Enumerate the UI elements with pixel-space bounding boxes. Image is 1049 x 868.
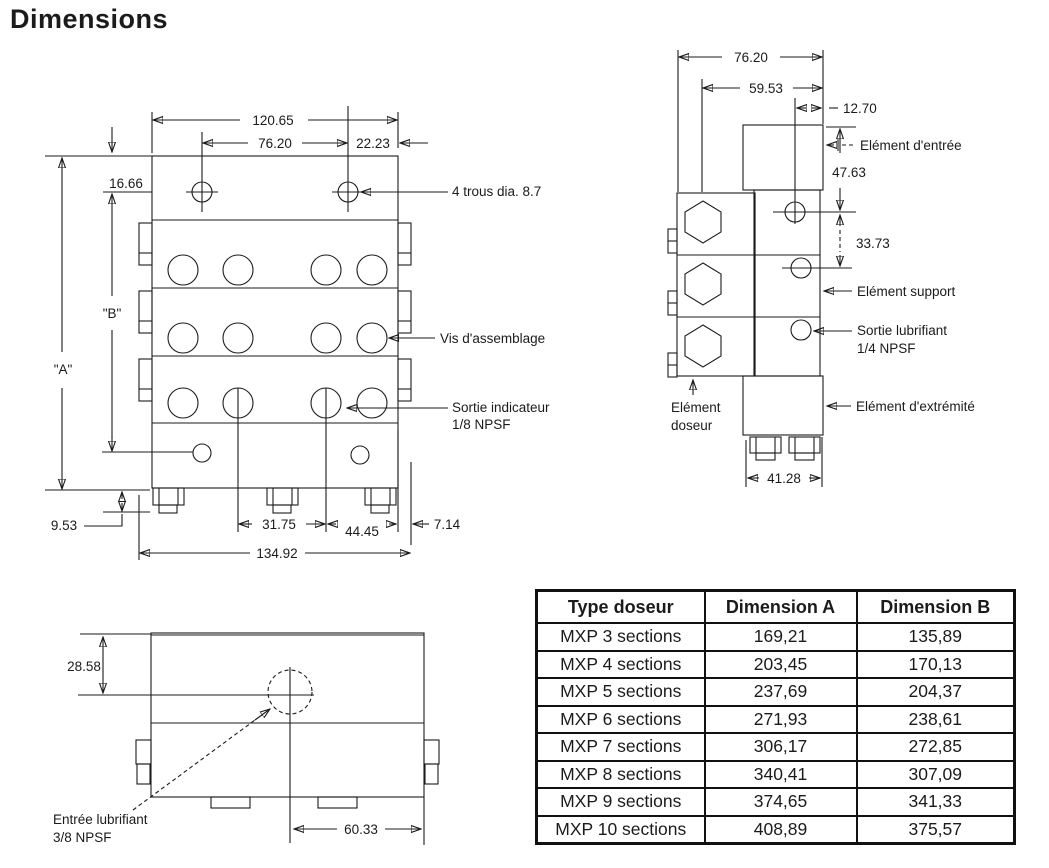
top-dimensions: 28.58 60.33 xyxy=(67,633,425,845)
table-row: MXP 3 sections 169,21 135,89 xyxy=(535,622,1016,652)
dim-s-47-63: 47.63 xyxy=(832,165,866,180)
dim-9-53: 9.53 xyxy=(51,518,77,533)
dim-31-75: 31.75 xyxy=(262,517,296,532)
page-title: Dimensions xyxy=(10,4,169,34)
front-view-drawing: 120.65 76.20 22.23 16.66 "B" "A" xyxy=(45,106,550,561)
label-sortie-indicateur-2: 1/8 NPSF xyxy=(452,417,511,432)
cell-dim-b: 341,33 xyxy=(855,787,1016,817)
dim-76-20: 76.20 xyxy=(258,136,292,151)
cell-dim-a: 306,17 xyxy=(703,732,858,762)
table-row: MXP 7 sections 306,17 272,85 xyxy=(535,732,1016,762)
cell-dim-b: 170,13 xyxy=(855,649,1016,679)
cell-type: MXP 5 sections xyxy=(535,677,706,707)
label-element-entree: Elément d'entrée xyxy=(860,138,962,153)
label-entree-lubrifiant: Entrée lubrifiant xyxy=(53,812,148,827)
inlet-port xyxy=(78,667,314,843)
top-labels: Entrée lubrifiant 3/8 NPSF xyxy=(53,709,270,845)
dim-s-33-73: 33.73 xyxy=(856,236,890,251)
cell-dim-b: 204,37 xyxy=(855,677,1016,707)
front-dimensions: 120.65 76.20 22.23 16.66 "B" "A" xyxy=(45,112,461,561)
label-sortie-lubrifiant-2: 1/4 NPSF xyxy=(857,341,916,356)
cell-dim-a: 374,65 xyxy=(703,787,858,817)
cell-dim-a: 408,89 xyxy=(703,814,858,845)
dim-120-65: 120.65 xyxy=(252,113,293,128)
table-row: MXP 5 sections 237,69 204,37 xyxy=(535,677,1016,707)
mounting-holes xyxy=(103,106,364,212)
dim-s-41-28: 41.28 xyxy=(767,471,801,486)
side-feet xyxy=(749,436,821,461)
label-element-doseur-2: doseur xyxy=(671,418,713,433)
side-view-drawing: 76.20 59.53 12.70 47.63 33.73 xyxy=(667,50,975,487)
side-body xyxy=(667,98,856,461)
side-ports xyxy=(773,98,856,341)
cell-dim-a: 271,93 xyxy=(703,704,858,734)
feet xyxy=(152,487,397,514)
col-header-dim-b: Dimension B xyxy=(855,589,1016,624)
side-tabs xyxy=(138,222,412,402)
side-dimensions: 76.20 59.53 12.70 47.63 33.73 xyxy=(677,50,890,487)
cell-type: MXP 6 sections xyxy=(535,704,706,734)
table-row: MXP 10 sections 408,89 375,57 xyxy=(535,814,1016,845)
table-row: MXP 9 sections 374,65 341,33 xyxy=(535,787,1016,817)
dim-s-12-70: 12.70 xyxy=(843,101,877,116)
table-row: MXP 4 sections 203,45 170,13 xyxy=(535,649,1016,679)
cell-type: MXP 3 sections xyxy=(535,622,706,652)
cell-type: MXP 10 sections xyxy=(535,814,706,845)
label-vis-assemblage: Vis d'assemblage xyxy=(440,331,545,346)
table-row: MXP 8 sections 340,41 307,09 xyxy=(535,759,1016,789)
dim-a-label: "A" xyxy=(54,362,73,377)
dim-t-60-33: 60.33 xyxy=(344,822,378,837)
cell-type: MXP 9 sections xyxy=(535,787,706,817)
hex-plugs xyxy=(684,200,722,368)
label-sortie-indicateur: Sortie indicateur xyxy=(452,400,550,415)
col-header-dim-a: Dimension A xyxy=(703,589,858,624)
dim-s-59-53: 59.53 xyxy=(749,81,783,96)
label-element-extremite: Elément d'extrémité xyxy=(856,399,975,414)
side-labels: Elément d'entrée Elément support Sortie … xyxy=(671,138,975,433)
dim-s-76-20: 76.20 xyxy=(734,50,768,65)
dim-134-92: 134.92 xyxy=(256,546,297,561)
cell-dim-a: 340,41 xyxy=(703,759,858,789)
cell-type: MXP 8 sections xyxy=(535,759,706,789)
cell-dim-b: 272,85 xyxy=(855,732,1016,762)
label-sortie-lubrifiant: Sortie lubrifiant xyxy=(857,323,947,338)
dimensions-table: Type doseur Dimension A Dimension B MXP … xyxy=(535,589,1016,845)
label-element-support: Elément support xyxy=(857,284,956,299)
label-4-trous: 4 trous dia. 8.7 xyxy=(452,184,541,199)
front-body xyxy=(102,106,412,532)
dim-22-23: 22.23 xyxy=(356,136,390,151)
side-tabs xyxy=(667,228,678,378)
cell-dim-a: 169,21 xyxy=(703,622,858,652)
cell-dim-a: 203,45 xyxy=(703,649,858,679)
col-header-type: Type doseur xyxy=(535,589,706,624)
cell-dim-b: 375,57 xyxy=(855,814,1016,845)
cell-dim-b: 135,89 xyxy=(855,622,1016,652)
top-body xyxy=(78,632,440,843)
section-ports xyxy=(167,254,388,532)
label-entree-lubrifiant-2: 3/8 NPSF xyxy=(53,830,112,845)
dim-7-14: 7.14 xyxy=(434,517,461,532)
table-row: MXP 6 sections 271,93 238,61 xyxy=(535,704,1016,734)
cell-dim-b: 238,61 xyxy=(855,704,1016,734)
top-view-drawing: 28.58 60.33 Entrée lubrifiant 3/8 NPSF xyxy=(53,632,440,845)
cell-type: MXP 7 sections xyxy=(535,732,706,762)
dim-44-45: 44.45 xyxy=(345,524,379,539)
dim-t-28-58: 28.58 xyxy=(67,659,101,674)
table-header-row: Type doseur Dimension A Dimension B xyxy=(535,589,1016,624)
cell-type: MXP 4 sections xyxy=(535,649,706,679)
front-labels: 4 trous dia. 8.7 Vis d'assemblage Sortie… xyxy=(347,184,550,432)
dim-b-label: "B" xyxy=(103,306,122,321)
label-element-doseur: Elément xyxy=(671,400,721,415)
dim-16-66: 16.66 xyxy=(109,176,143,191)
cell-dim-b: 307,09 xyxy=(855,759,1016,789)
cell-dim-a: 237,69 xyxy=(703,677,858,707)
end-plate-holes xyxy=(102,443,370,465)
